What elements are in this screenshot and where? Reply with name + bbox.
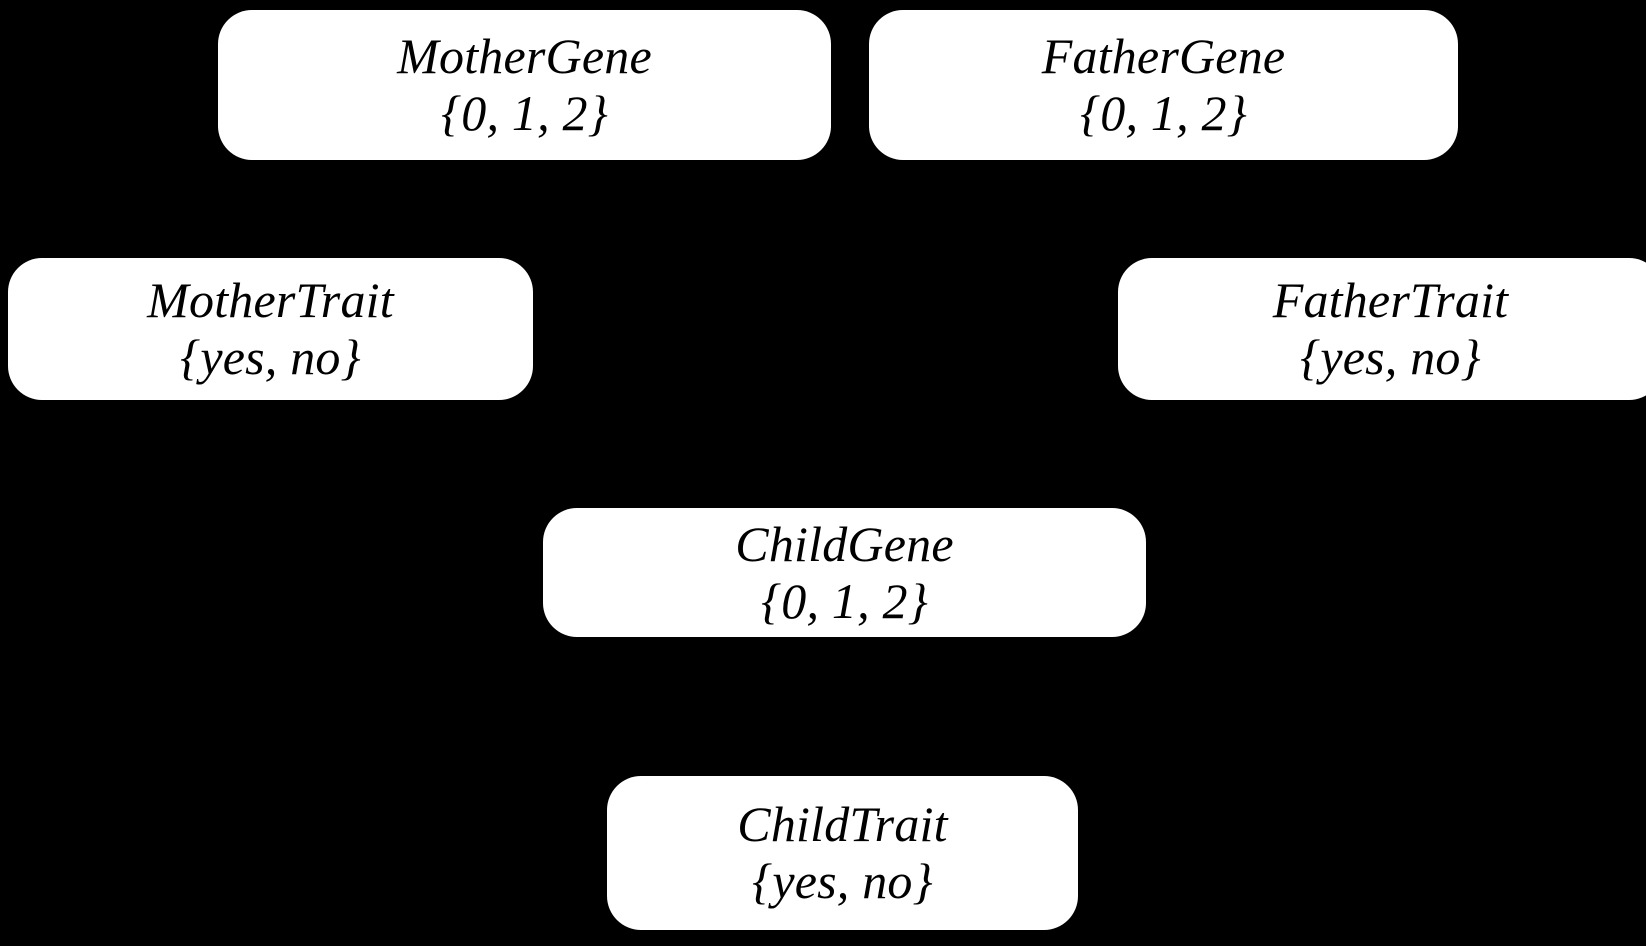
node-father-gene-label: FatherGene — [1041, 28, 1286, 84]
node-father-gene[interactable]: FatherGene {0, 1, 2} — [869, 10, 1458, 160]
node-mother-gene[interactable]: MotherGene {0, 1, 2} — [218, 10, 831, 160]
node-father-trait-domain: {yes, no} — [1300, 329, 1481, 385]
node-child-trait-label: ChildTrait — [737, 796, 948, 852]
node-father-gene-domain: {0, 1, 2} — [1080, 85, 1247, 141]
node-father-trait-label: FatherTrait — [1272, 272, 1509, 328]
node-father-trait[interactable]: FatherTrait {yes, no} — [1118, 258, 1646, 400]
node-mother-trait[interactable]: MotherTrait {yes, no} — [8, 258, 533, 400]
node-mother-gene-label: MotherGene — [397, 28, 652, 84]
node-child-gene[interactable]: ChildGene {0, 1, 2} — [543, 508, 1146, 637]
node-mother-trait-domain: {yes, no} — [180, 329, 361, 385]
node-child-gene-domain: {0, 1, 2} — [761, 572, 928, 629]
node-mother-gene-domain: {0, 1, 2} — [441, 85, 608, 141]
node-child-trait[interactable]: ChildTrait {yes, no} — [607, 776, 1078, 930]
node-mother-trait-label: MotherTrait — [147, 272, 394, 328]
node-child-gene-label: ChildGene — [735, 515, 954, 572]
node-child-trait-domain: {yes, no} — [752, 853, 933, 909]
